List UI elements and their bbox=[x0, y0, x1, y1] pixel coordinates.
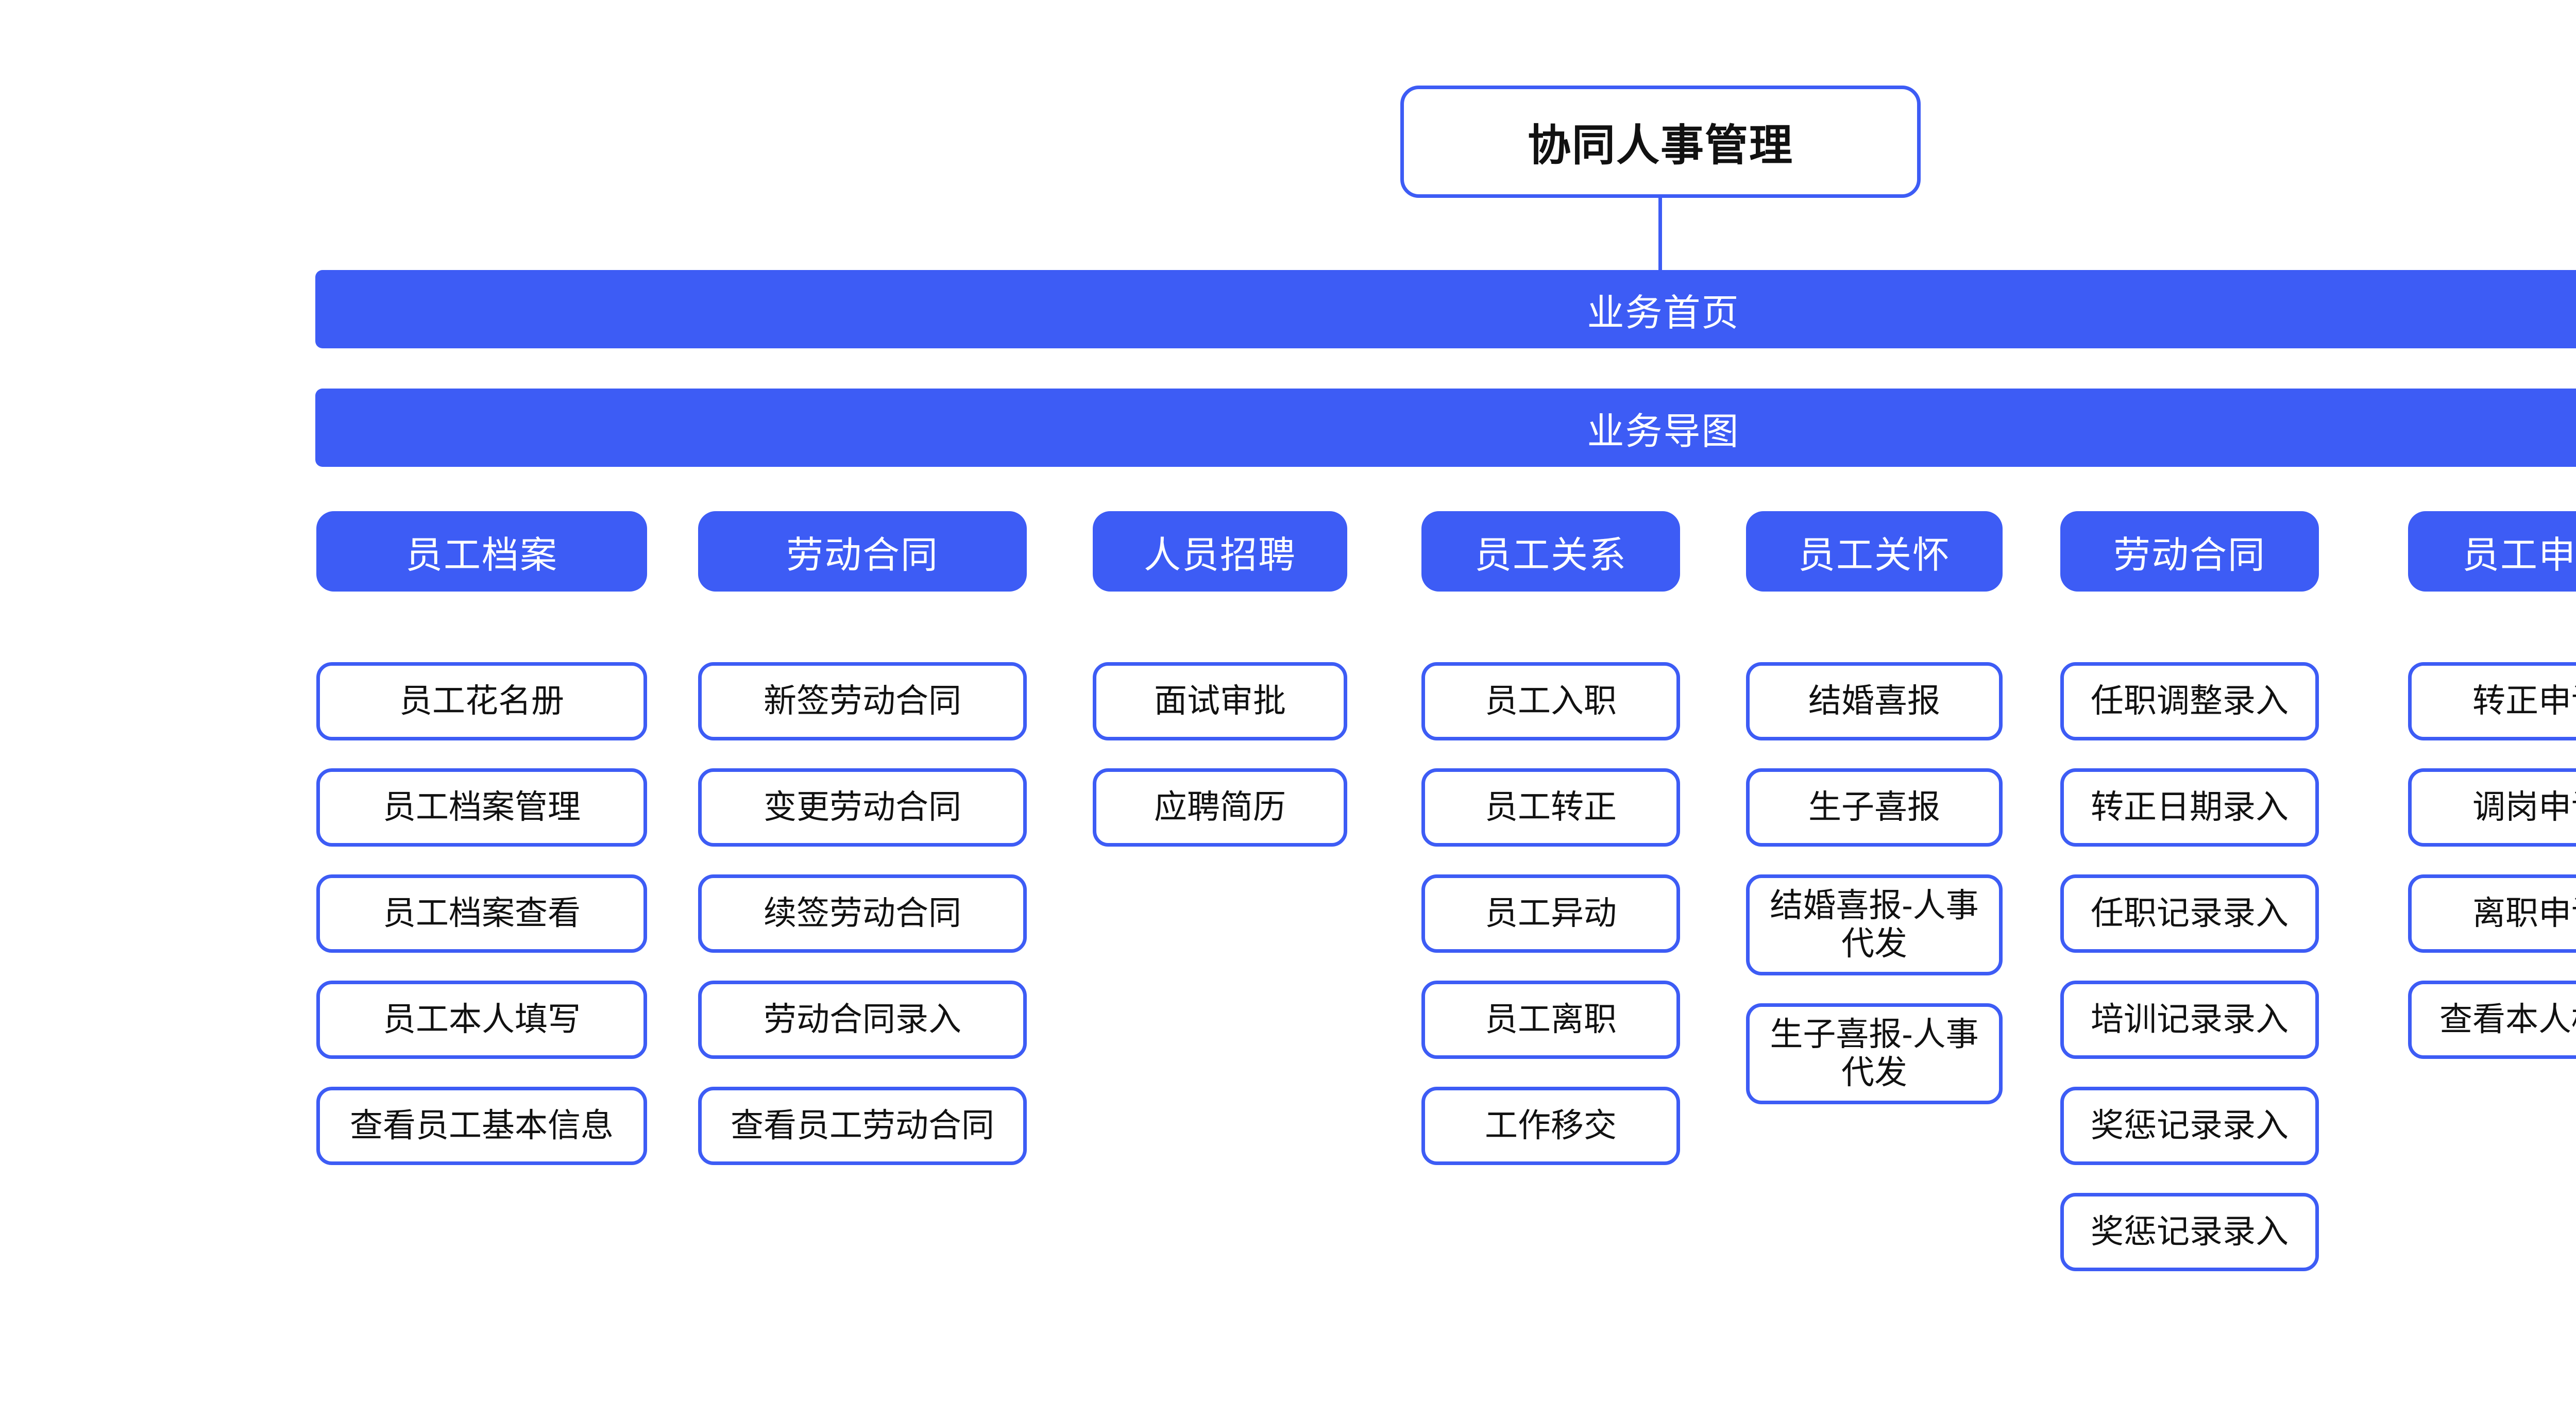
node-item[interactable]: 培训记录录入 bbox=[2060, 981, 2319, 1059]
node-item[interactable]: 任职调整录入 bbox=[2060, 662, 2319, 740]
node-item[interactable]: 结婚喜报 bbox=[1746, 662, 2003, 740]
bar-business-home[interactable]: 业务首页 bbox=[315, 270, 2576, 348]
node-item[interactable]: 调岗申请 bbox=[2408, 768, 2576, 847]
node-item[interactable]: 员工花名册 bbox=[316, 662, 647, 740]
node-item[interactable]: 员工转正 bbox=[1421, 768, 1680, 847]
node-item[interactable]: 生子喜报 bbox=[1746, 768, 2003, 847]
node-item[interactable]: 转正申请 bbox=[2408, 662, 2576, 740]
column-labor-contract: 劳动合同 新签劳动合同 变更劳动合同 续签劳动合同 劳动合同录入 查看员工劳动合… bbox=[698, 511, 1027, 1193]
node-item[interactable]: 转正日期录入 bbox=[2060, 768, 2319, 847]
category-header-employee-care[interactable]: 员工关怀 bbox=[1746, 511, 2003, 592]
node-item[interactable]: 变更劳动合同 bbox=[698, 768, 1027, 847]
bar-business-map[interactable]: 业务导图 bbox=[315, 389, 2576, 467]
column-employee-archive: 员工档案 员工花名册 员工档案管理 员工档案查看 员工本人填写 查看员工基本信息 bbox=[316, 511, 647, 1193]
node-item[interactable]: 结婚喜报-人事代发 bbox=[1746, 874, 2003, 975]
node-item[interactable]: 奖惩记录录入 bbox=[2060, 1087, 2319, 1165]
category-header-labor-contract-entry[interactable]: 劳动合同 bbox=[2060, 511, 2319, 592]
node-item[interactable]: 奖惩记录录入 bbox=[2060, 1193, 2319, 1271]
node-item[interactable]: 查看员工劳动合同 bbox=[698, 1087, 1027, 1165]
node-item[interactable]: 查看本人档案 bbox=[2408, 981, 2576, 1059]
node-item[interactable]: 新签劳动合同 bbox=[698, 662, 1027, 740]
node-item[interactable]: 工作移交 bbox=[1421, 1087, 1680, 1165]
node-item[interactable]: 员工档案查看 bbox=[316, 874, 647, 953]
column-recruitment: 人员招聘 面试审批 应聘简历 bbox=[1093, 511, 1347, 874]
category-header-recruitment[interactable]: 人员招聘 bbox=[1093, 511, 1347, 592]
category-header-labor-contract[interactable]: 劳动合同 bbox=[698, 511, 1027, 592]
category-header-employee-archive[interactable]: 员工档案 bbox=[316, 511, 647, 592]
node-item[interactable]: 续签劳动合同 bbox=[698, 874, 1027, 953]
node-item[interactable]: 员工离职 bbox=[1421, 981, 1680, 1059]
node-item[interactable]: 生子喜报-人事代发 bbox=[1746, 1003, 2003, 1104]
connector-line bbox=[1658, 198, 1662, 270]
node-item[interactable]: 员工入职 bbox=[1421, 662, 1680, 740]
root-node-title: 协同人事管理 bbox=[1400, 86, 1921, 198]
node-item[interactable]: 查看员工基本信息 bbox=[316, 1087, 647, 1165]
node-item[interactable]: 离职申请 bbox=[2408, 874, 2576, 953]
node-item[interactable]: 任职记录录入 bbox=[2060, 874, 2319, 953]
category-header-employee-application[interactable]: 员工申请 bbox=[2408, 511, 2576, 592]
node-item[interactable]: 面试审批 bbox=[1093, 662, 1347, 740]
category-header-employee-relations[interactable]: 员工关系 bbox=[1421, 511, 1680, 592]
column-labor-contract-entry: 劳动合同 任职调整录入 转正日期录入 任职记录录入 培训记录录入 奖惩记录录入 … bbox=[2060, 511, 2319, 1299]
node-item[interactable]: 员工档案管理 bbox=[316, 768, 647, 847]
node-item[interactable]: 应聘简历 bbox=[1093, 768, 1347, 847]
column-employee-care: 员工关怀 结婚喜报 生子喜报 结婚喜报-人事代发 生子喜报-人事代发 bbox=[1746, 511, 2003, 1132]
column-employee-relations: 员工关系 员工入职 员工转正 员工异动 员工离职 工作移交 bbox=[1421, 511, 1680, 1193]
node-item[interactable]: 劳动合同录入 bbox=[698, 981, 1027, 1059]
node-item[interactable]: 员工异动 bbox=[1421, 874, 1680, 953]
node-item[interactable]: 员工本人填写 bbox=[316, 981, 647, 1059]
column-employee-application: 员工申请 转正申请 调岗申请 离职申请 查看本人档案 bbox=[2408, 511, 2576, 1087]
